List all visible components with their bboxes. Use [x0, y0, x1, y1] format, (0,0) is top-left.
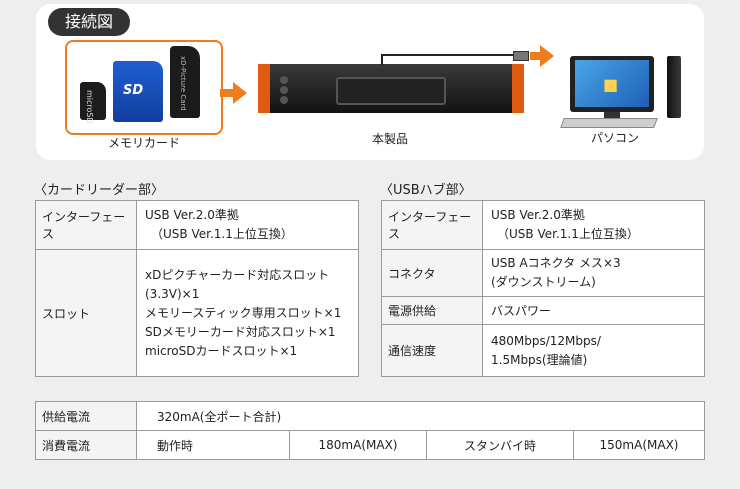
- sd-card-icon: SD: [113, 61, 163, 122]
- arrow-stem-1: [220, 89, 234, 97]
- card-reader-table: インターフェース USB Ver.2.0準拠 （USB Ver.1.1上位互換）…: [35, 200, 359, 377]
- power-table: 供給電流 320mA(全ポート合計) 消費電流 動作時 180mA(MAX) ス…: [35, 401, 705, 460]
- arrow-stem-2: [530, 52, 540, 60]
- table-row: 通信速度 480Mbps/12Mbps/ 1.5Mbps(理論値): [381, 324, 705, 377]
- table-row: コネクタ USB Aコネクタ メス×3 (ダウンストリーム): [381, 249, 705, 297]
- usb-cable: [381, 54, 383, 65]
- table-row: 消費電流 動作時 180mA(MAX) スタンバイ時 150mA(MAX): [35, 430, 705, 460]
- table-row: インターフェース USB Ver.2.0準拠 （USB Ver.1.1上位互換）: [35, 200, 359, 250]
- arrow-right-icon: [233, 82, 247, 104]
- card-reader-device: [258, 64, 524, 113]
- table-row: スロット xDピクチャーカード対応スロット (3.3V)×1 メモリースティック…: [35, 249, 359, 377]
- card-reader-title: 〈カードリーダー部〉: [34, 183, 165, 198]
- keyboard-icon: [560, 118, 658, 128]
- usb-hub-table: インターフェース USB Ver.2.0準拠 （USB Ver.1.1上位互換）…: [381, 200, 705, 377]
- diagram-badge: 接続図: [48, 8, 130, 36]
- table-row: インターフェース USB Ver.2.0準拠 （USB Ver.1.1上位互換）: [381, 200, 705, 250]
- table-row: 電源供給 バスパワー: [381, 296, 705, 325]
- usb-hub-title: 〈USBハブ部〉: [380, 183, 472, 198]
- xd-card-icon: xD-Picture Card: [170, 46, 200, 118]
- pc-tower-icon: [667, 56, 681, 118]
- memory-card-caption: メモリカード: [107, 136, 180, 150]
- monitor-icon: ■: [570, 56, 654, 112]
- pc-caption: パソコン: [590, 131, 639, 145]
- microsd-card-icon: microSD: [80, 82, 106, 124]
- device-caption: 本製品: [371, 132, 408, 146]
- arrow-right-icon: [540, 45, 554, 67]
- table-row: 供給電流 320mA(全ポート合計): [35, 401, 705, 431]
- usb-plug-icon: [513, 51, 529, 61]
